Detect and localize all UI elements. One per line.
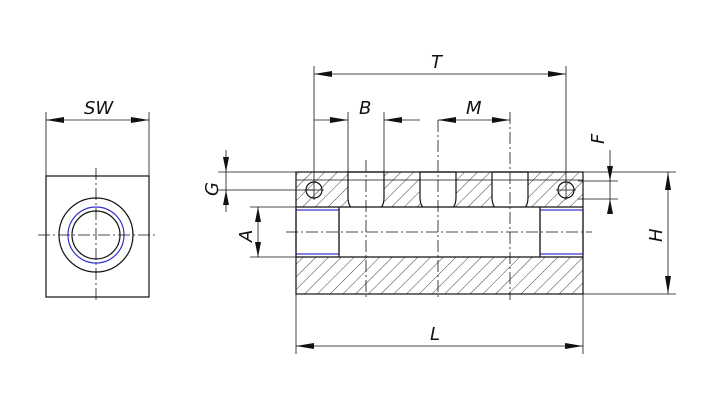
end-view-outline xyxy=(45,175,150,298)
hatch-top-mid2 xyxy=(456,172,492,207)
l-label: L xyxy=(430,324,440,345)
dim-l: L xyxy=(295,294,584,354)
a-label: A xyxy=(236,230,257,243)
hatch-bottom xyxy=(296,257,583,294)
section-view xyxy=(286,112,592,300)
dim-m: M xyxy=(438,98,510,123)
sw-label: SW xyxy=(84,98,114,119)
sw-arrow-right xyxy=(131,117,149,123)
m-label: M xyxy=(466,98,482,119)
end-view: SW xyxy=(38,98,157,303)
hatch-top-mid1 xyxy=(384,172,420,207)
t-label: T xyxy=(431,52,444,73)
dim-f: F xyxy=(578,133,618,214)
dim-a: A xyxy=(236,206,296,258)
body-outline xyxy=(295,171,584,295)
f-label: F xyxy=(588,133,609,144)
g-label: G xyxy=(202,182,223,196)
dim-h: H xyxy=(583,171,676,295)
sw-arrow-left xyxy=(46,117,64,123)
dim-g: G xyxy=(202,150,314,212)
dim-t: T xyxy=(313,52,567,182)
h-label: H xyxy=(646,228,667,242)
dim-b: B xyxy=(314,98,420,172)
hatch-top-right xyxy=(528,172,583,207)
b-label: B xyxy=(359,98,371,119)
